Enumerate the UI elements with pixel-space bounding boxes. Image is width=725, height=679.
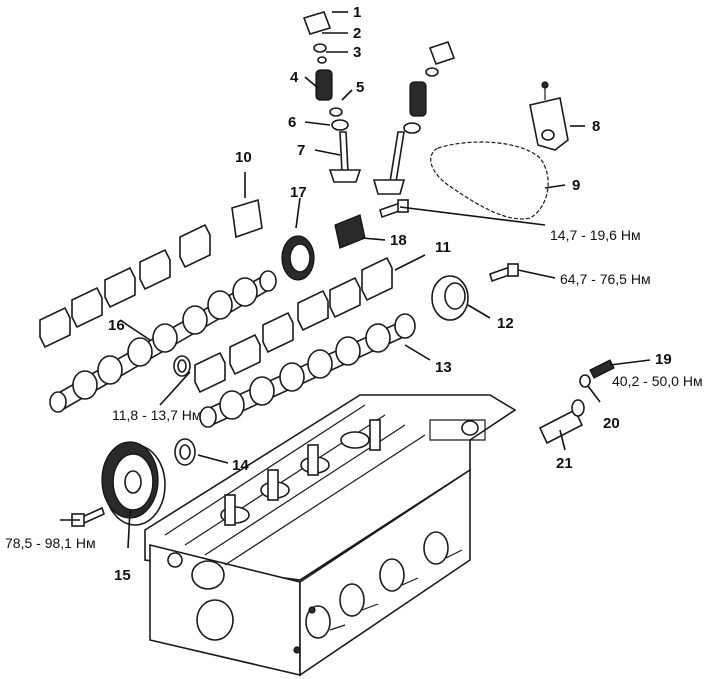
callout-16: 16 — [108, 317, 125, 334]
callout-14: 14 — [232, 457, 249, 474]
callout-10: 10 — [235, 149, 252, 166]
callout-11: 11 — [435, 239, 451, 256]
callout-9: 9 — [572, 177, 580, 194]
callout-20: 20 — [603, 415, 620, 432]
torque-labels: 14,7 - 19,6 Нм 64,7 - 76,5 Нм 11,8 - 13,… — [5, 227, 703, 551]
callout-19: 19 — [655, 351, 672, 368]
callout-7: 7 — [297, 142, 305, 159]
torque-oil-valve: 40,2 - 50,0 Нм — [612, 373, 703, 389]
callout-21: 21 — [556, 455, 573, 472]
valve-train-icon — [302, 11, 456, 195]
callout-8: 8 — [592, 118, 600, 135]
chain-tensioner-icon — [529, 81, 569, 151]
callout-12: 12 — [497, 315, 514, 332]
callout-13: 13 — [435, 359, 452, 376]
callout-3: 3 — [353, 44, 361, 61]
callout-18: 18 — [390, 232, 407, 249]
exhaust-camshaft-icon — [199, 313, 416, 428]
cylinder-head-icon — [144, 394, 517, 677]
oil-control-valve-icon — [538, 374, 591, 445]
leader-lines — [60, 11, 651, 549]
torque-vvt-bolt: 64,7 - 76,5 Нм — [560, 271, 651, 287]
timing-chain-icon — [430, 141, 549, 220]
oil-seal-icon — [173, 198, 366, 466]
bearing-cap-icon — [39, 223, 393, 394]
torque-chain-guide-bolt: 14,7 - 19,6 Нм — [550, 227, 641, 243]
callout-6: 6 — [288, 114, 296, 131]
callout-labels: 1 2 3 4 5 6 7 8 9 10 11 12 13 14 15 16 1… — [108, 4, 672, 584]
vvt-actuator-icon — [431, 275, 469, 321]
torque-sprocket-bolt: 78,5 - 98,1 Нм — [5, 535, 96, 551]
callout-17: 17 — [290, 184, 307, 201]
callout-15: 15 — [114, 567, 131, 584]
callout-4: 4 — [290, 69, 299, 86]
torque-cap-bolts: 11,8 - 13,7 Нм — [112, 407, 202, 423]
exhaust-sprocket-icon — [281, 235, 315, 281]
callout-5: 5 — [356, 79, 364, 96]
callout-2: 2 — [353, 25, 361, 42]
intake-camshaft-icon — [49, 270, 277, 413]
camshaft-sprocket-icon — [101, 441, 166, 526]
callout-1: 1 — [353, 4, 361, 21]
